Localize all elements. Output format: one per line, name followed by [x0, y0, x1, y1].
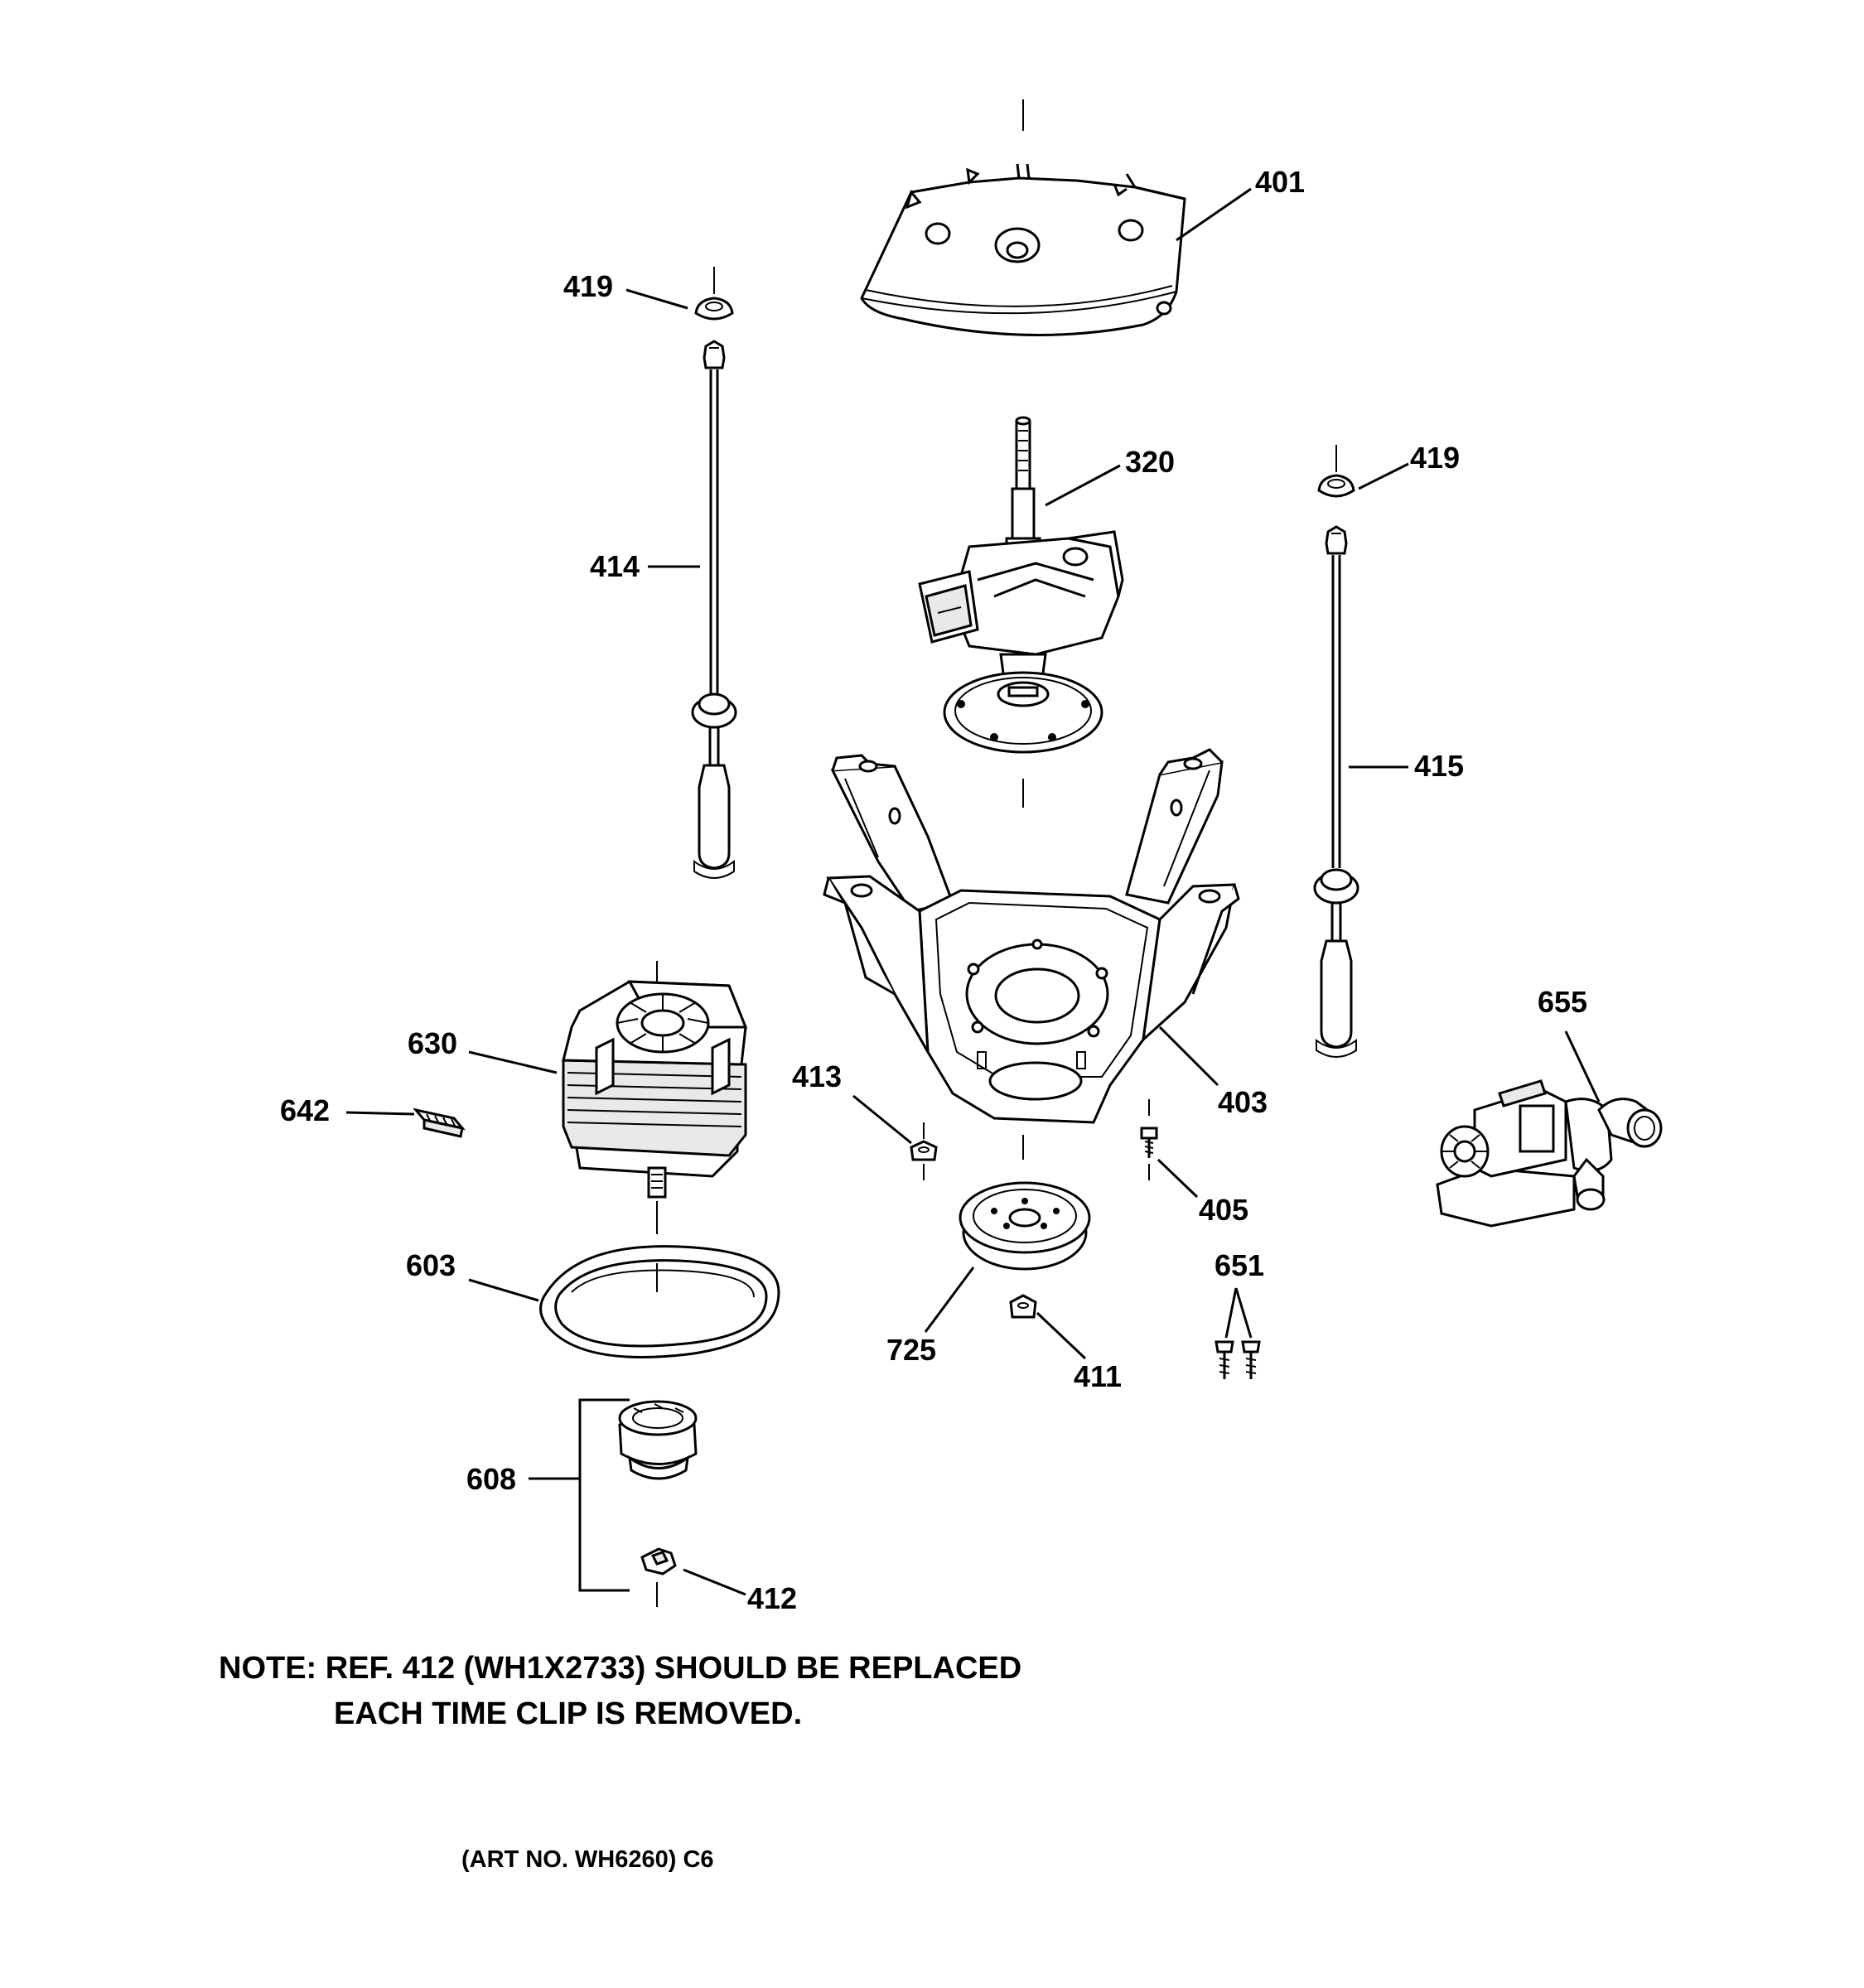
part-401-cover: [860, 163, 1186, 336]
part-655-pump: [1436, 1079, 1663, 1228]
part-608-bracket-line: [529, 1398, 630, 1592]
part-414-suspension-rod: [691, 340, 737, 879]
part-419-grommet-left: [694, 297, 734, 321]
part-412-clip: [640, 1547, 677, 1575]
label-414: 414: [590, 549, 640, 583]
label-405: 405: [1199, 1193, 1248, 1227]
label-415: 415: [1414, 749, 1464, 783]
part-725-pulley: [959, 1181, 1091, 1271]
part-403-bracket: [823, 748, 1240, 1124]
label-411: 411: [1074, 1359, 1122, 1393]
label-401: 401: [1255, 165, 1305, 199]
part-630-motor: [562, 980, 748, 1199]
label-419-left: 419: [563, 269, 613, 303]
label-403: 403: [1218, 1085, 1268, 1119]
label-630: 630: [408, 1026, 457, 1060]
part-608-pulley: [618, 1400, 698, 1480]
note-line-1: NOTE: REF. 412 (WH1X2733) SHOULD BE REPL…: [219, 1651, 1021, 1686]
label-320: 320: [1125, 445, 1175, 479]
part-411-nut: [1009, 1294, 1037, 1319]
label-603: 603: [406, 1248, 456, 1282]
note-block: NOTE: REF. 412 (WH1X2733) SHOULD BE REPL…: [219, 1651, 1021, 1731]
part-number-labels: 401 419 419 320 414 415 630 642 413 403 …: [280, 165, 1587, 1615]
part-320-transmission: [918, 416, 1124, 754]
art-number: (ART NO. WH6260) C6: [461, 1846, 714, 1873]
label-725: 725: [886, 1333, 936, 1367]
label-608: 608: [466, 1462, 516, 1496]
part-405-screw: [1140, 1127, 1158, 1158]
label-655: 655: [1538, 985, 1587, 1019]
label-412: 412: [747, 1581, 797, 1615]
label-642: 642: [280, 1093, 330, 1127]
note-line-2: EACH TIME CLIP IS REMOVED.: [334, 1696, 802, 1731]
leader-lines: [345, 187, 1601, 1596]
part-651-screws: [1214, 1340, 1261, 1379]
part-415-suspension-rod: [1313, 525, 1359, 1058]
label-413: 413: [792, 1059, 842, 1093]
part-419-grommet-right: [1317, 474, 1355, 498]
part-642-clip: [413, 1107, 466, 1138]
label-651: 651: [1214, 1248, 1264, 1282]
part-603-belt: [539, 1245, 780, 1358]
label-419-right: 419: [1410, 441, 1460, 475]
part-413-nut: [910, 1140, 938, 1161]
